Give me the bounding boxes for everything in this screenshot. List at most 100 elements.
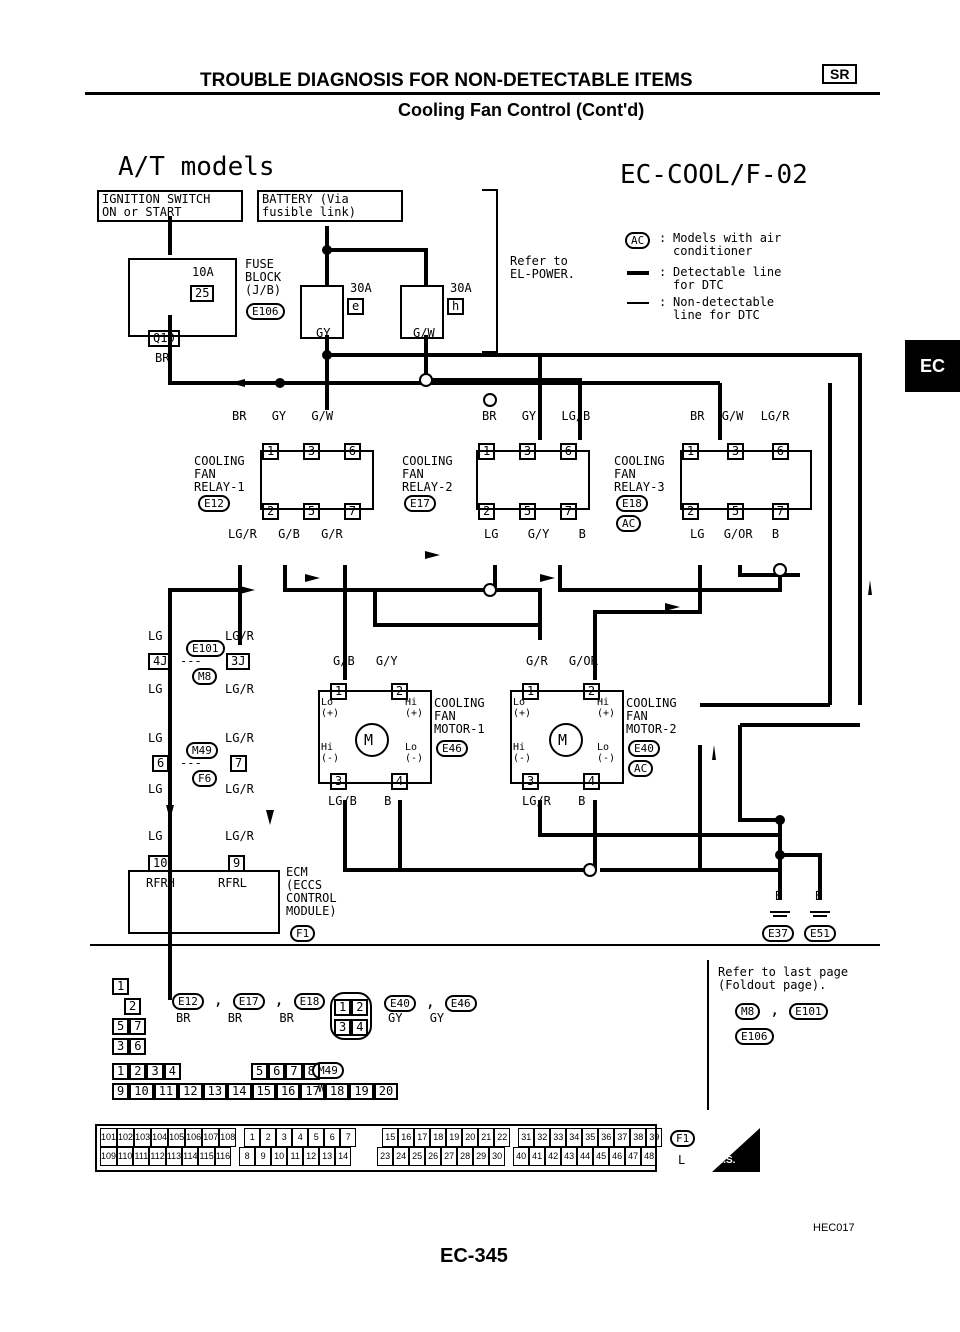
ecm-pin: 24 bbox=[393, 1147, 410, 1166]
motor1-hi-plus: Hi (+) bbox=[405, 697, 424, 719]
ground-wire-2: B bbox=[815, 889, 823, 903]
ecm-pin: 19 bbox=[446, 1128, 463, 1147]
q10-connector: Q10 bbox=[148, 330, 180, 347]
motor2-label: COOLING FAN MOTOR-2 bbox=[626, 696, 677, 736]
connector-c1-colors: BR BR BR bbox=[176, 1011, 294, 1025]
relay2-pins-bottom: 2 5 7 bbox=[478, 500, 577, 520]
ecm-pin: 48 bbox=[641, 1147, 658, 1166]
ecm-pin: 9 bbox=[255, 1147, 272, 1166]
wire-gw-top: G/W bbox=[413, 326, 435, 340]
ecm-pin: 36 bbox=[598, 1128, 615, 1147]
legend-ac-text: Models with air conditioner bbox=[673, 231, 782, 258]
relay1-pins-top: 1 3 6 bbox=[262, 440, 361, 460]
ecm-pin: 18 bbox=[430, 1128, 447, 1147]
motor1-lo-plus: Lo (+) bbox=[321, 697, 340, 719]
legend-thin-line bbox=[627, 302, 649, 304]
relay3-pins-top: 1 3 6 bbox=[682, 440, 789, 460]
ecm-pin: 112 bbox=[149, 1147, 166, 1166]
ecm-pin: 39 bbox=[646, 1128, 663, 1147]
ecm-pin: 3 bbox=[276, 1128, 293, 1147]
legend-thick-text: Detectable line for DTC bbox=[673, 265, 782, 292]
connector-c3-color: W bbox=[318, 1081, 326, 1095]
ecm-connector-color: L bbox=[678, 1153, 686, 1167]
ecm-pin: 21 bbox=[478, 1128, 495, 1147]
f6-connector: F6 bbox=[192, 770, 218, 787]
ecm-label: ECM (ECCS CONTROL MODULE) bbox=[286, 865, 337, 918]
relay3-top-wires: BR G/W LG/R bbox=[690, 409, 790, 423]
fuse-30a-e-number: e bbox=[347, 298, 365, 315]
motor2-pins-bottom: 3 4 bbox=[522, 770, 601, 790]
connector-c2-labels: E40 , E46 bbox=[384, 992, 477, 1012]
refer-connector-e106: E106 bbox=[735, 1025, 774, 1045]
ecm-pin: 45 bbox=[593, 1147, 610, 1166]
ecm-pin: 102 bbox=[117, 1128, 135, 1147]
fuse-block-label: FUSE BLOCK (J/B) bbox=[245, 257, 282, 297]
fuse-30a-h-box bbox=[400, 285, 444, 339]
fuse-30a-e-box bbox=[300, 285, 344, 339]
relay3-bottom-wires: LG G/OR B bbox=[690, 527, 780, 541]
ground-e37: E37 bbox=[762, 925, 794, 942]
motor1-pins-top: 1 2 bbox=[330, 680, 409, 700]
ecm-rfrl: RFRL bbox=[218, 876, 247, 890]
model-label: A/T models bbox=[118, 152, 275, 182]
jl-lg-2: LG bbox=[148, 682, 163, 696]
wire-gy-top: GY bbox=[316, 326, 331, 340]
relay3-connector: E18 bbox=[616, 495, 648, 512]
ecm-pin: 110 bbox=[117, 1147, 134, 1166]
pin-6: 6 bbox=[152, 755, 170, 772]
relay1-label: COOLING FAN RELAY-1 bbox=[194, 454, 245, 494]
jl-lgr-2: LG/R bbox=[225, 682, 254, 696]
jl-lgr-1: LG/R bbox=[225, 629, 254, 643]
pin-4j: 4J bbox=[148, 653, 173, 670]
ecm-pin: 7 bbox=[340, 1128, 357, 1147]
legend-thin-text: Non-detectable line for DTC bbox=[673, 295, 775, 322]
fuse-30a-h: 30A bbox=[450, 281, 472, 295]
ecm-rfrh: RFRH bbox=[146, 876, 175, 890]
ground-wire-1: B bbox=[775, 889, 783, 903]
ecm-pin: 17 bbox=[414, 1128, 431, 1147]
relay3-box bbox=[680, 450, 812, 510]
ecm-pin: 30 bbox=[489, 1147, 506, 1166]
ecm-pin: 13 bbox=[319, 1147, 336, 1166]
ecm-pin-9: 9 bbox=[228, 855, 246, 872]
ecm-pin: 33 bbox=[550, 1128, 567, 1147]
ecm-pin: 32 bbox=[534, 1128, 551, 1147]
motor1-pins-bottom: 3 4 bbox=[330, 770, 409, 790]
fuse-30a-h-number: h bbox=[447, 298, 465, 315]
ecm-pin: 25 bbox=[409, 1147, 426, 1166]
ecm-pin: 106 bbox=[185, 1128, 203, 1147]
ecm-pin: 20 bbox=[462, 1128, 479, 1147]
relay1-connector: E12 bbox=[198, 495, 230, 512]
relay3-pins-bottom: 2 5 7 bbox=[682, 500, 789, 520]
relay1-pins-bottom: 2 5 7 bbox=[262, 500, 361, 520]
fuse-10a: 10A bbox=[192, 265, 214, 279]
ecm-pin: 114 bbox=[182, 1147, 199, 1166]
ecm-pin: 42 bbox=[545, 1147, 562, 1166]
sr-badge: SR bbox=[822, 64, 858, 84]
relay3-label: COOLING FAN RELAY-3 bbox=[614, 454, 665, 494]
m49-connector: M49 bbox=[186, 742, 218, 759]
ecm-pin: 41 bbox=[529, 1147, 546, 1166]
m8-connector: M8 bbox=[192, 668, 218, 685]
ecm-pin-10: 10 bbox=[148, 855, 173, 872]
ecm-pin: 46 bbox=[609, 1147, 626, 1166]
ecm-pin: 115 bbox=[198, 1147, 215, 1166]
motor2-bottom-wires: LG/R B bbox=[522, 794, 586, 808]
motor2-ac-symbol: AC bbox=[628, 760, 654, 777]
ecm-pin: 4 bbox=[292, 1128, 309, 1147]
ecm-connector-label: F1 bbox=[670, 1130, 696, 1147]
legend-thick-line bbox=[627, 271, 649, 275]
relay1-bottom-wires: LG/R G/B G/R bbox=[228, 527, 343, 541]
ecm-pin: 44 bbox=[577, 1147, 594, 1166]
figure-ref: HEC017 bbox=[813, 1222, 855, 1234]
ecm-pin: 1 bbox=[244, 1128, 261, 1147]
pin-7: 7 bbox=[230, 755, 248, 772]
motor1-box bbox=[318, 690, 432, 784]
motor1-connector: E46 bbox=[436, 740, 468, 757]
fuse-10a-number: 25 bbox=[190, 285, 215, 302]
motor1-top-wires: G/B G/Y bbox=[333, 654, 398, 668]
